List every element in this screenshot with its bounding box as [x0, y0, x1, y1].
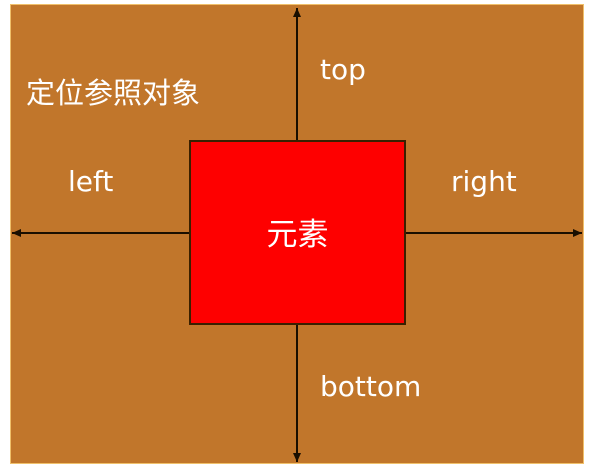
- element-label: 元素: [266, 217, 329, 253]
- top-offset-label: top: [320, 53, 366, 86]
- right-offset-label: right: [451, 165, 517, 198]
- reference-object-label: 定位参照对象: [26, 76, 201, 110]
- positioned-element: 元素: [189, 140, 406, 325]
- bottom-offset-label: bottom: [320, 370, 422, 403]
- left-offset-label: left: [68, 165, 114, 198]
